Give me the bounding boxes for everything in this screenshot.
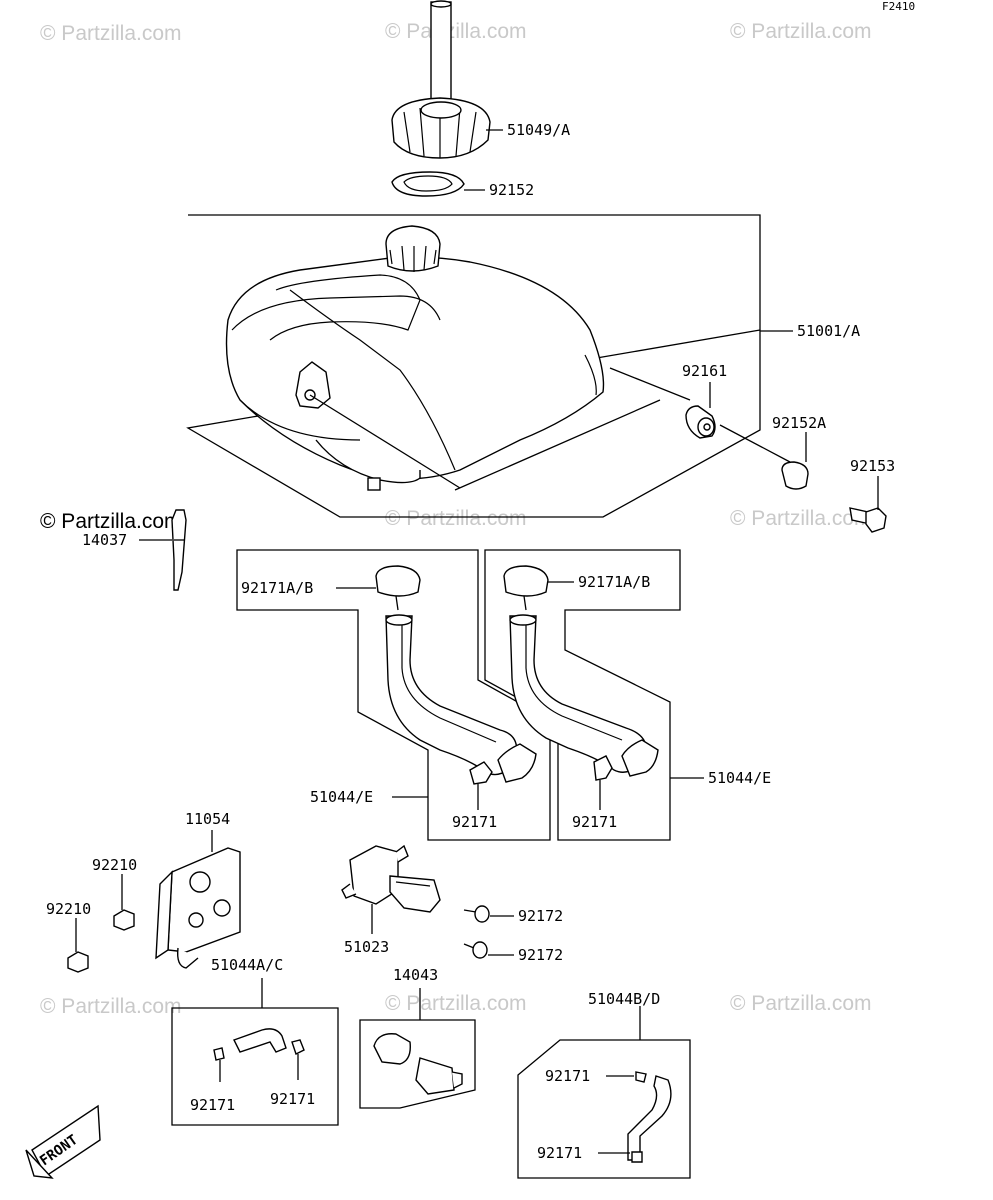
damper <box>685 405 716 439</box>
cap-gasket <box>391 171 465 197</box>
label-fuel-cock: 51023 <box>344 938 389 956</box>
label-hose-left: 51044/E <box>310 788 373 806</box>
watermark: © Partzilla.com <box>730 20 872 43</box>
rod <box>171 509 187 591</box>
label-tank: 51001/A <box>797 322 860 340</box>
left-hose <box>375 565 537 785</box>
hose-ac <box>213 1028 305 1061</box>
hose-bd <box>627 1071 672 1163</box>
fuel-pump <box>373 1033 463 1095</box>
label-hose-ac-clip-left: 92171 <box>190 1096 235 1114</box>
screw-upper <box>463 905 490 923</box>
figure-code: F2410 <box>882 0 915 13</box>
watermark: © Partzilla.com <box>385 507 527 530</box>
watermark: © Partzilla.com <box>40 22 182 45</box>
bolt <box>849 507 887 533</box>
bracket <box>155 847 241 969</box>
label-bolt: 92153 <box>850 457 895 475</box>
label-rod: 14037 <box>82 531 127 549</box>
watermark: © Partzilla.com <box>730 507 872 530</box>
label-hose-bd-clip-lower: 92171 <box>537 1144 582 1162</box>
right-hose <box>503 565 659 781</box>
damper-collar <box>781 461 809 490</box>
label-damper-collar: 92152A <box>772 414 826 432</box>
label-damper: 92161 <box>682 362 727 380</box>
label-screw-lower: 92172 <box>518 946 563 964</box>
label-hose-left-clip: 92171 <box>452 813 497 831</box>
label-hose-bd: 51044B/D <box>588 990 660 1008</box>
label-nut-lower: 92210 <box>46 900 91 918</box>
hose-ac-outline <box>171 1007 339 1126</box>
fuel-cock <box>341 844 441 913</box>
label-cap-gasket: 92152 <box>489 181 534 199</box>
watermark: © Partzilla.com <box>40 510 182 533</box>
watermark: © Partzilla.com <box>40 995 182 1018</box>
label-hose-ac: 51044A/C <box>211 956 283 974</box>
pump-outline <box>359 1019 476 1109</box>
screw-lower <box>463 941 488 959</box>
nut-upper <box>113 909 135 931</box>
label-hose-right: 51044/E <box>708 769 771 787</box>
watermarks: © Partzilla.com © Partzilla.com © Partzi… <box>40 20 872 1018</box>
hose-bd-outline <box>517 1039 691 1179</box>
label-pump: 14043 <box>393 966 438 984</box>
watermark: © Partzilla.com <box>385 20 527 43</box>
label-cap: 51049/A <box>507 121 570 139</box>
nut-lower <box>67 951 89 973</box>
label-bracket: 11054 <box>185 810 230 828</box>
watermark: © Partzilla.com <box>730 992 872 1015</box>
label-hose-bd-clip-upper: 92171 <box>545 1067 590 1085</box>
left-hose-outline <box>236 549 551 841</box>
watermark: © Partzilla.com <box>385 992 527 1015</box>
fuel-tank <box>225 225 791 491</box>
fuel-cap <box>391 0 491 159</box>
label-hose-ac-clip-right: 92171 <box>270 1090 315 1108</box>
label-clamp-right: 92171A/B <box>578 573 650 591</box>
front-arrow: FRONT <box>25 1104 101 1179</box>
label-screw-upper: 92172 <box>518 907 563 925</box>
label-clamp-left: 92171A/B <box>241 579 313 597</box>
label-hose-right-clip: 92171 <box>572 813 617 831</box>
label-nut-upper: 92210 <box>92 856 137 874</box>
